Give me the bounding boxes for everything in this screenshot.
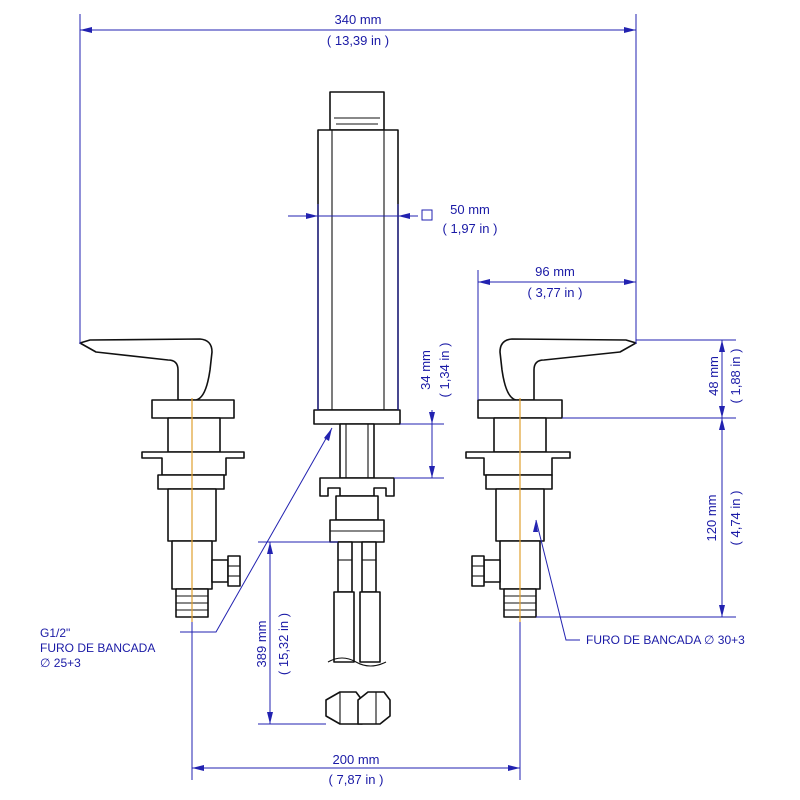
left-hose xyxy=(333,591,355,663)
spout-fixing-nut xyxy=(319,477,395,497)
spout-column xyxy=(317,129,399,411)
handle-reach-mm: 96 mm xyxy=(535,264,575,279)
spout-shank xyxy=(339,423,375,479)
spout-connector xyxy=(335,495,379,521)
overall-width-in: ( 13,39 in ) xyxy=(327,33,389,48)
left-valve xyxy=(79,338,245,622)
square-section-symbol xyxy=(421,209,433,221)
left-handle-cap xyxy=(151,399,235,419)
center-spout xyxy=(313,91,401,725)
right-flange xyxy=(465,451,571,476)
left-lever-handle xyxy=(79,338,213,401)
dim-spout-base-height xyxy=(394,410,444,479)
left-hose-nut xyxy=(325,691,363,725)
handle-reach-in: ( 3,77 in ) xyxy=(528,285,583,300)
center-spacing-in: ( 7,87 in ) xyxy=(329,772,384,787)
dim-center-spacing xyxy=(191,622,521,780)
spout-width-mm: 50 mm xyxy=(450,202,490,217)
left-thread-note: G1/2" xyxy=(40,626,70,640)
dim-overall-width xyxy=(79,14,637,344)
right-hose-nut xyxy=(357,691,391,725)
right-lever-handle xyxy=(499,338,637,401)
handle-height-in: ( 1,88 in ) xyxy=(728,349,743,404)
right-hole-note: FURO DE BANCADA ∅ 30+3 xyxy=(586,633,745,647)
spout-base xyxy=(313,409,401,425)
leader-right-hole xyxy=(533,519,580,641)
dim-spout-width xyxy=(288,204,418,410)
right-nut xyxy=(485,474,553,490)
spout-base-height-mm: 34 mm xyxy=(418,350,433,390)
handle-height-mm: 48 mm xyxy=(706,356,721,396)
left-flange xyxy=(141,451,245,476)
dim-valve-body-height xyxy=(536,418,736,618)
dim-handle-height xyxy=(562,339,736,419)
right-valve xyxy=(465,338,637,622)
overall-width-mm: 340 mm xyxy=(335,12,382,27)
spout-base-height-in: ( 1,34 in ) xyxy=(437,343,452,398)
hose-length-mm: 389 mm xyxy=(254,621,269,668)
left-side-outlet xyxy=(211,559,229,583)
left-collar xyxy=(167,417,221,453)
left-hole-label: FURO DE BANCADA xyxy=(40,641,155,655)
leader-left-hole xyxy=(180,427,333,633)
hose-length-in: ( 15,32 in ) xyxy=(276,613,291,675)
right-outlet-nut xyxy=(471,555,485,587)
right-hose xyxy=(359,591,381,663)
left-hole-size: ∅ 25+3 xyxy=(40,656,81,670)
dim-handle-reach xyxy=(477,270,636,400)
valve-body-height-in: ( 4,74 in ) xyxy=(728,491,743,546)
left-outlet-nut xyxy=(227,555,241,587)
left-nut xyxy=(157,474,225,490)
dim-hose-length xyxy=(258,541,338,725)
right-side-outlet xyxy=(483,559,501,583)
spout-width-in: ( 1,97 in ) xyxy=(443,221,498,236)
center-spacing-mm: 200 mm xyxy=(333,752,380,767)
valve-body-height-mm: 120 mm xyxy=(704,495,719,542)
right-hose-fitting xyxy=(361,541,377,593)
left-hose-fitting xyxy=(337,541,353,593)
